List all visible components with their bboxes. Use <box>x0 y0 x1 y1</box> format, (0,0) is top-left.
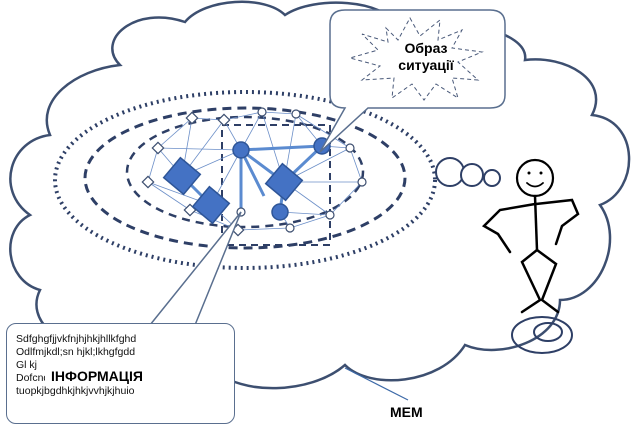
mem-label: МЕМ <box>390 404 423 420</box>
info-box: Sdfghgfjjvkfnjhjhkjhllkfghd Odlfmjkdl;sn… <box>6 323 235 424</box>
mem-pointer-line <box>344 367 409 401</box>
stick-figure <box>481 158 580 314</box>
thought-trail <box>435 157 501 187</box>
info-line-3: Gl kj <box>16 359 37 371</box>
info-title: ІНФОРМАЦІЯ <box>45 368 149 384</box>
inner-dashed-ellipse <box>125 115 365 229</box>
info-line-1: Sdfghgfjjvkfnjhjhkjhllkfghd <box>16 333 137 345</box>
info-line-2: Odlfmjkdl;sn hjkl;lkhgfgdd <box>16 346 136 358</box>
starburst <box>348 16 484 101</box>
info-line-5: tuopkjbgdhkjhkjvvhjkjhuio <box>16 385 135 397</box>
large-square-nodes <box>162 156 304 225</box>
middle-dashed-ellipse <box>83 106 407 250</box>
outer-dotted-ellipse <box>53 90 437 270</box>
callout-line-1: Образ <box>404 40 448 56</box>
callout-line-2: ситуації <box>398 57 454 73</box>
swirl-marks <box>511 316 573 354</box>
callout-label: Образ ситуації <box>378 40 474 74</box>
